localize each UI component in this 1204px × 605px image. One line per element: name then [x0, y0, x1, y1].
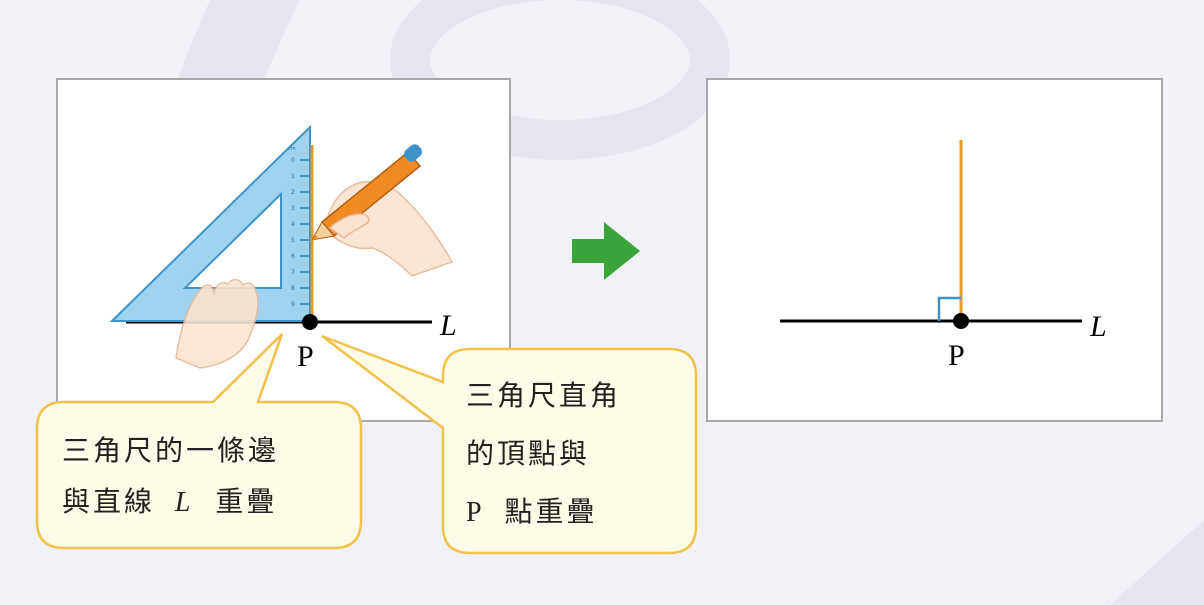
right-angle-mark — [937, 296, 961, 321]
point-p-right — [953, 313, 969, 329]
tick-label: 4 — [291, 221, 295, 228]
pencil-icon — [311, 144, 422, 241]
tick-label: 7 — [291, 269, 295, 276]
right-panel: P L — [706, 78, 1163, 422]
callout-left-bubble — [35, 333, 363, 550]
svg-text:三角尺直角: 三角尺直角 — [466, 379, 621, 412]
tick-label: 6 — [291, 253, 295, 260]
point-p-label-left: P — [297, 340, 314, 373]
tick-label: 8 — [291, 285, 295, 292]
tick-label: 5 — [291, 237, 295, 244]
callout-left-line2-var: L — [174, 487, 194, 518]
line-l-label-right: L — [1089, 310, 1107, 343]
line-l-label-left: L — [439, 309, 457, 342]
callout-right-line2: 的頂點與 — [466, 437, 590, 470]
callout-left: 三角尺的一條邊 與直線 L 重疊 — [35, 333, 363, 550]
left-panel: 0 1 2 3 4 5 6 7 8 9 cm — [56, 78, 511, 422]
callout-right-line3-suffix: 點重疊 — [504, 495, 597, 528]
callout-left-line2-suffix: 重疊 — [215, 485, 277, 518]
tick-label: 1 — [291, 173, 295, 180]
point-p-label-right: P — [948, 339, 965, 372]
hand-fingers — [328, 213, 370, 239]
ruler-unit: cm — [288, 146, 296, 152]
set-square-tick-labels: 0 1 2 3 4 5 6 7 8 9 cm — [288, 146, 296, 308]
set-square-ruler-ticks — [300, 159, 310, 305]
left-hand-illustration — [175, 278, 259, 369]
right-hand-illustration — [311, 144, 454, 277]
point-p-left — [302, 314, 318, 330]
right-arrow-icon — [572, 222, 640, 280]
svg-text:三角尺的一條邊: 三角尺的一條邊 — [62, 434, 279, 467]
callout-left-line1: 三角尺的一條邊 — [62, 434, 279, 467]
svg-text:P 點重疊: P 點重疊 — [466, 495, 598, 528]
tick-label: 3 — [291, 205, 295, 212]
tick-label: 2 — [291, 189, 295, 196]
svg-text:與直線 L 重疊: 與直線 L 重疊 — [62, 485, 277, 518]
right-panel-frame — [706, 78, 1163, 422]
callout-right: 三角尺直角 的頂點與 P 點重疊 — [321, 334, 698, 555]
callout-right-bubble — [321, 334, 698, 555]
tick-label: 0 — [291, 157, 295, 164]
callout-right-line1: 三角尺直角 — [466, 379, 621, 412]
callout-left-line2-prefix: 與直線 — [62, 485, 155, 518]
svg-text:的頂點與: 的頂點與 — [466, 437, 590, 470]
callout-right-line3-var: P — [466, 497, 485, 528]
tick-label: 9 — [291, 301, 295, 308]
